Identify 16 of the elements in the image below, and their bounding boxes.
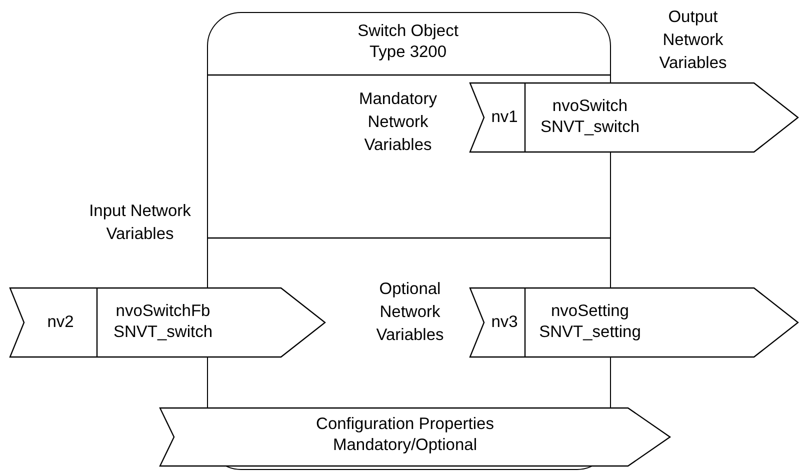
variable-name: nvoSwitch SNVT_switch bbox=[539, 96, 641, 138]
section-label: Mandatory Network Variables bbox=[358, 89, 438, 156]
properties-arrow bbox=[160, 408, 670, 466]
section-label: Input Network Variables bbox=[88, 201, 192, 245]
variable-number: nv1 bbox=[490, 106, 519, 128]
network-variable-arrow bbox=[470, 83, 798, 152]
node-text: Configuration Properties Mandatory/Optional bbox=[315, 414, 495, 456]
section-label: Optional Network Variables bbox=[375, 279, 445, 346]
variable-number: nv3 bbox=[490, 312, 519, 332]
variable-name: nvoSwitchFb SNVT_switch bbox=[112, 300, 214, 342]
node-title: Switch Object Type 3200 bbox=[356, 21, 460, 63]
variable-name: nvoSetting SNVT_setting bbox=[538, 300, 642, 342]
network-variable-arrow bbox=[10, 288, 325, 357]
network-variable-arrow bbox=[470, 288, 798, 357]
section-label: Output Network Variables bbox=[658, 7, 728, 74]
variable-number: nv2 bbox=[46, 312, 75, 332]
